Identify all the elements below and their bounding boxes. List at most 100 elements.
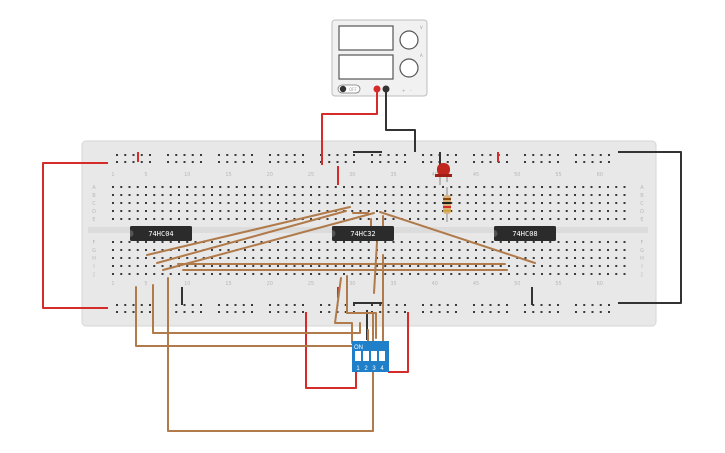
breadboard-hole[interactable] [140,161,143,163]
breadboard-hole[interactable] [128,249,131,251]
breadboard-hole[interactable] [623,218,626,220]
breadboard-hole[interactable] [433,202,436,204]
breadboard-hole[interactable] [450,249,453,251]
breadboard-hole[interactable] [116,154,118,156]
breadboard-hole[interactable] [392,273,395,275]
breadboard-hole[interactable] [450,186,453,188]
breadboard-hole[interactable] [343,273,345,275]
breadboard-hole[interactable] [508,210,510,212]
breadboard-hole[interactable] [301,249,304,251]
breadboard-hole[interactable] [310,210,312,212]
breadboard-hole[interactable] [433,257,436,259]
breadboard-hole[interactable] [252,186,255,188]
breadboard-hole[interactable] [532,273,535,275]
breadboard-hole[interactable] [302,161,304,163]
breadboard-hole[interactable] [194,273,197,275]
breadboard-hole[interactable] [202,273,205,275]
breadboard-hole[interactable] [293,265,296,267]
breadboard-hole[interactable] [191,311,194,313]
breadboard-hole[interactable] [446,161,449,163]
breadboard-hole[interactable] [285,186,288,188]
breadboard-hole[interactable] [438,311,441,313]
breadboard-hole[interactable] [466,257,469,259]
breadboard-hole[interactable] [344,154,347,156]
breadboard-hole[interactable] [235,257,238,259]
breadboard-hole[interactable] [219,218,222,220]
breadboard-hole[interactable] [116,304,118,306]
breadboard-hole[interactable] [186,257,189,259]
breadboard-hole[interactable] [516,265,519,267]
breadboard-hole[interactable] [227,249,230,251]
breadboard-hole[interactable] [524,154,526,156]
breadboard-hole[interactable] [392,194,395,196]
breadboard-hole[interactable] [433,265,436,267]
breadboard-hole[interactable] [466,241,469,243]
breadboard-hole[interactable] [582,218,585,220]
breadboard-hole[interactable] [524,194,527,196]
breadboard-hole[interactable] [384,210,387,212]
breadboard-hole[interactable] [450,265,453,267]
breadboard-hole[interactable] [302,311,304,313]
breadboard-hole[interactable] [623,273,626,275]
breadboard-hole[interactable] [508,194,510,196]
breadboard-hole[interactable] [524,218,527,220]
breadboard-hole[interactable] [615,202,618,204]
breadboard-hole[interactable] [318,273,321,275]
breadboard-hole[interactable] [293,202,296,204]
breadboard-hole[interactable] [384,218,387,220]
breadboard-hole[interactable] [565,210,568,212]
breadboard-hole[interactable] [136,257,139,259]
breadboard-hole[interactable] [598,194,601,196]
breadboard-hole[interactable] [367,273,370,275]
breadboard-hole[interactable] [392,202,395,204]
breadboard-hole[interactable] [334,249,337,251]
breadboard-hole[interactable] [293,311,296,313]
breadboard-hole[interactable] [450,202,453,204]
breadboard-hole[interactable] [145,202,147,204]
breadboard-hole[interactable] [252,257,255,259]
breadboard-hole[interactable] [549,257,552,259]
breadboard-hole[interactable] [623,186,626,188]
breadboard-hole[interactable] [351,265,354,267]
breadboard-hole[interactable] [145,249,147,251]
breadboard-hole[interactable] [301,265,304,267]
breadboard-hole[interactable] [574,202,576,204]
breadboard-hole[interactable] [450,241,453,243]
breadboard-hole[interactable] [395,154,398,156]
breadboard-hole[interactable] [277,311,280,313]
breadboard-hole[interactable] [260,186,263,188]
breadboard-hole[interactable] [211,257,213,259]
breadboard-hole[interactable] [120,265,123,267]
breadboard-hole[interactable] [244,186,246,188]
breadboard-hole[interactable] [302,304,304,306]
breadboard-hole[interactable] [409,265,411,267]
breadboard-hole[interactable] [541,273,543,275]
breadboard-hole[interactable] [450,218,453,220]
breadboard-hole[interactable] [211,186,213,188]
breadboard-hole[interactable] [417,257,420,259]
breadboard-hole[interactable] [574,186,576,188]
breadboard-hole[interactable] [557,241,560,243]
breadboard-hole[interactable] [475,202,477,204]
breadboard-hole[interactable] [336,311,339,313]
breadboard-hole[interactable] [120,218,123,220]
breadboard-hole[interactable] [277,161,280,163]
breadboard-hole[interactable] [260,273,263,275]
breadboard-hole[interactable] [590,265,593,267]
breadboard-hole[interactable] [211,202,213,204]
breadboard-hole[interactable] [153,257,156,259]
breadboard-hole[interactable] [277,273,279,275]
breadboard-hole[interactable] [285,304,288,306]
breadboard-hole[interactable] [260,202,263,204]
breadboard-hole[interactable] [582,249,585,251]
breadboard-hole[interactable] [582,194,585,196]
breadboard-hole[interactable] [508,273,510,275]
breadboard-hole[interactable] [598,186,601,188]
breadboard-hole[interactable] [219,257,222,259]
breadboard-hole[interactable] [548,154,551,156]
breadboard-hole[interactable] [615,218,618,220]
breadboard-hole[interactable] [359,273,362,275]
breadboard-hole[interactable] [400,202,403,204]
breadboard-hole[interactable] [392,210,395,212]
breadboard-hole[interactable] [183,311,186,313]
